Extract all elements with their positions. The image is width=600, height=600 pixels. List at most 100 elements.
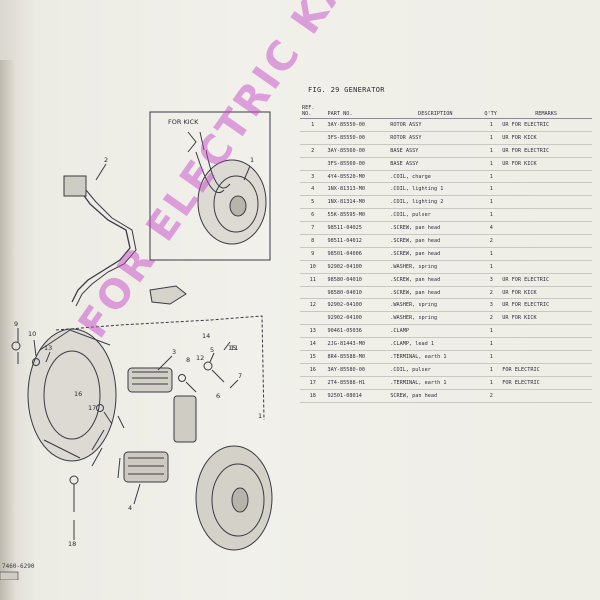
row-qty: 1 <box>482 182 501 197</box>
parts-table-header: REF. NO. PART NO. DESCRIPTION Q'TY REMAR… <box>300 100 592 119</box>
row-description: .SCREW, pan head <box>388 234 483 248</box>
row-remarks <box>500 389 592 403</box>
row-part-no: 98501-04006 <box>325 247 389 261</box>
row-description: .COIL, pulser <box>388 363 483 377</box>
row-part-no: 2T4-85588-H1 <box>325 376 389 390</box>
row-qty: 1 <box>482 363 501 377</box>
row-ref-no <box>300 286 326 300</box>
callout-15: 15 <box>228 344 236 352</box>
row-qty: 2 <box>482 389 501 403</box>
header-description: DESCRIPTION <box>388 100 483 119</box>
row-ref-no <box>300 131 326 145</box>
row-qty: 1 <box>482 208 501 223</box>
callout-10: 10 <box>28 330 36 338</box>
row-remarks: UR FOR ELECTRIC <box>500 298 592 313</box>
callout-9: 9 <box>14 320 18 328</box>
callout-17: 17 <box>88 404 96 412</box>
callout-14: 14 <box>202 332 210 340</box>
row-remarks <box>500 182 592 197</box>
row-description: .COIL, lighting 2 <box>388 195 483 210</box>
row-ref-no: 2 <box>300 144 326 158</box>
row-qty: 2 <box>482 311 501 326</box>
row-ref-no: 4 <box>300 182 326 197</box>
callout-3: 3 <box>172 348 176 356</box>
footer-code: 7460-6290 <box>2 563 35 570</box>
row-qty: 4 <box>482 221 501 236</box>
row-remarks: UR FOR KICK <box>500 311 592 326</box>
row-description: .CLAMP <box>388 324 483 339</box>
callout-13: 13 <box>44 344 52 352</box>
kick-inset-box <box>149 111 271 261</box>
row-ref-no: 11 <box>300 273 326 287</box>
row-qty: 1 <box>482 337 501 352</box>
row-qty: 1 <box>482 195 501 210</box>
callout-7: 7 <box>238 372 242 380</box>
row-ref-no: 13 <box>300 324 326 339</box>
row-part-no: 4Y4-85520-M0 <box>325 170 389 184</box>
row-part-no: 98511-04012 <box>325 234 389 248</box>
row-remarks <box>500 337 592 352</box>
row-ref-no: 14 <box>300 337 326 352</box>
row-description: .COIL, lighting 1 <box>388 182 483 197</box>
row-description: BASE ASSY <box>388 144 483 158</box>
callout-5: 5 <box>210 346 214 354</box>
callout-8: 8 <box>186 356 190 364</box>
row-part-no: 3AY-85550-00 <box>325 118 389 132</box>
row-ref-no: 3 <box>300 170 326 184</box>
row-qty: 3 <box>482 273 501 287</box>
row-remarks: FOR ELECTRIC <box>500 363 592 377</box>
row-part-no: 1NX-81313-M0 <box>325 182 389 197</box>
assembly-bracket <box>55 315 265 421</box>
row-description: .TERMINAL, earth 1 <box>388 376 483 390</box>
row-remarks <box>500 260 592 274</box>
row-qty: 1 <box>482 144 501 158</box>
row-qty: 1 <box>482 170 501 184</box>
row-description: .TERMINAL, earth 1 <box>388 350 483 364</box>
callout-11: 11 <box>230 344 238 352</box>
row-remarks <box>500 170 592 184</box>
row-part-no: 98580-04010 <box>325 286 389 300</box>
row-remarks: UR FOR ELECTRIC <box>500 118 592 132</box>
row-ref-no: 6 <box>300 208 326 223</box>
row-ref-no: 7 <box>300 221 326 236</box>
row-ref-no: 12 <box>300 298 326 313</box>
callout-18: 18 <box>68 540 76 548</box>
row-qty: 1 <box>482 118 501 132</box>
header-qty: Q'TY <box>482 100 501 119</box>
row-remarks <box>500 221 592 236</box>
row-remarks <box>500 208 592 223</box>
header-ref-no: REF. NO. <box>300 100 326 119</box>
inset-label: FOR KICK <box>168 118 199 126</box>
row-ref-no: 10 <box>300 260 326 274</box>
row-description: .WASHER, spring <box>388 311 483 326</box>
row-remarks <box>500 350 592 364</box>
callout-4: 4 <box>128 504 132 512</box>
row-description: .SCREW, pan head <box>388 286 483 300</box>
row-part-no: 98511-04025 <box>325 221 389 236</box>
callout-1-main: 1 <box>258 412 262 420</box>
row-description: .WASHER, spring <box>388 260 483 274</box>
callout-6: 6 <box>216 392 220 400</box>
generator-exploded-diagram: FOR KICK 1 2 3 4 5 6 7 8 9 10 11 12 13 1… <box>0 111 273 580</box>
row-remarks: UR FOR KICK <box>500 131 592 145</box>
row-ref-no <box>300 311 326 326</box>
row-ref-no: 15 <box>300 350 326 364</box>
page-binding-shadow <box>0 60 14 600</box>
header-remarks: REMARKS <box>500 100 592 119</box>
header-part-no: PART NO. <box>325 100 389 119</box>
row-ref-no: 16 <box>300 363 326 377</box>
